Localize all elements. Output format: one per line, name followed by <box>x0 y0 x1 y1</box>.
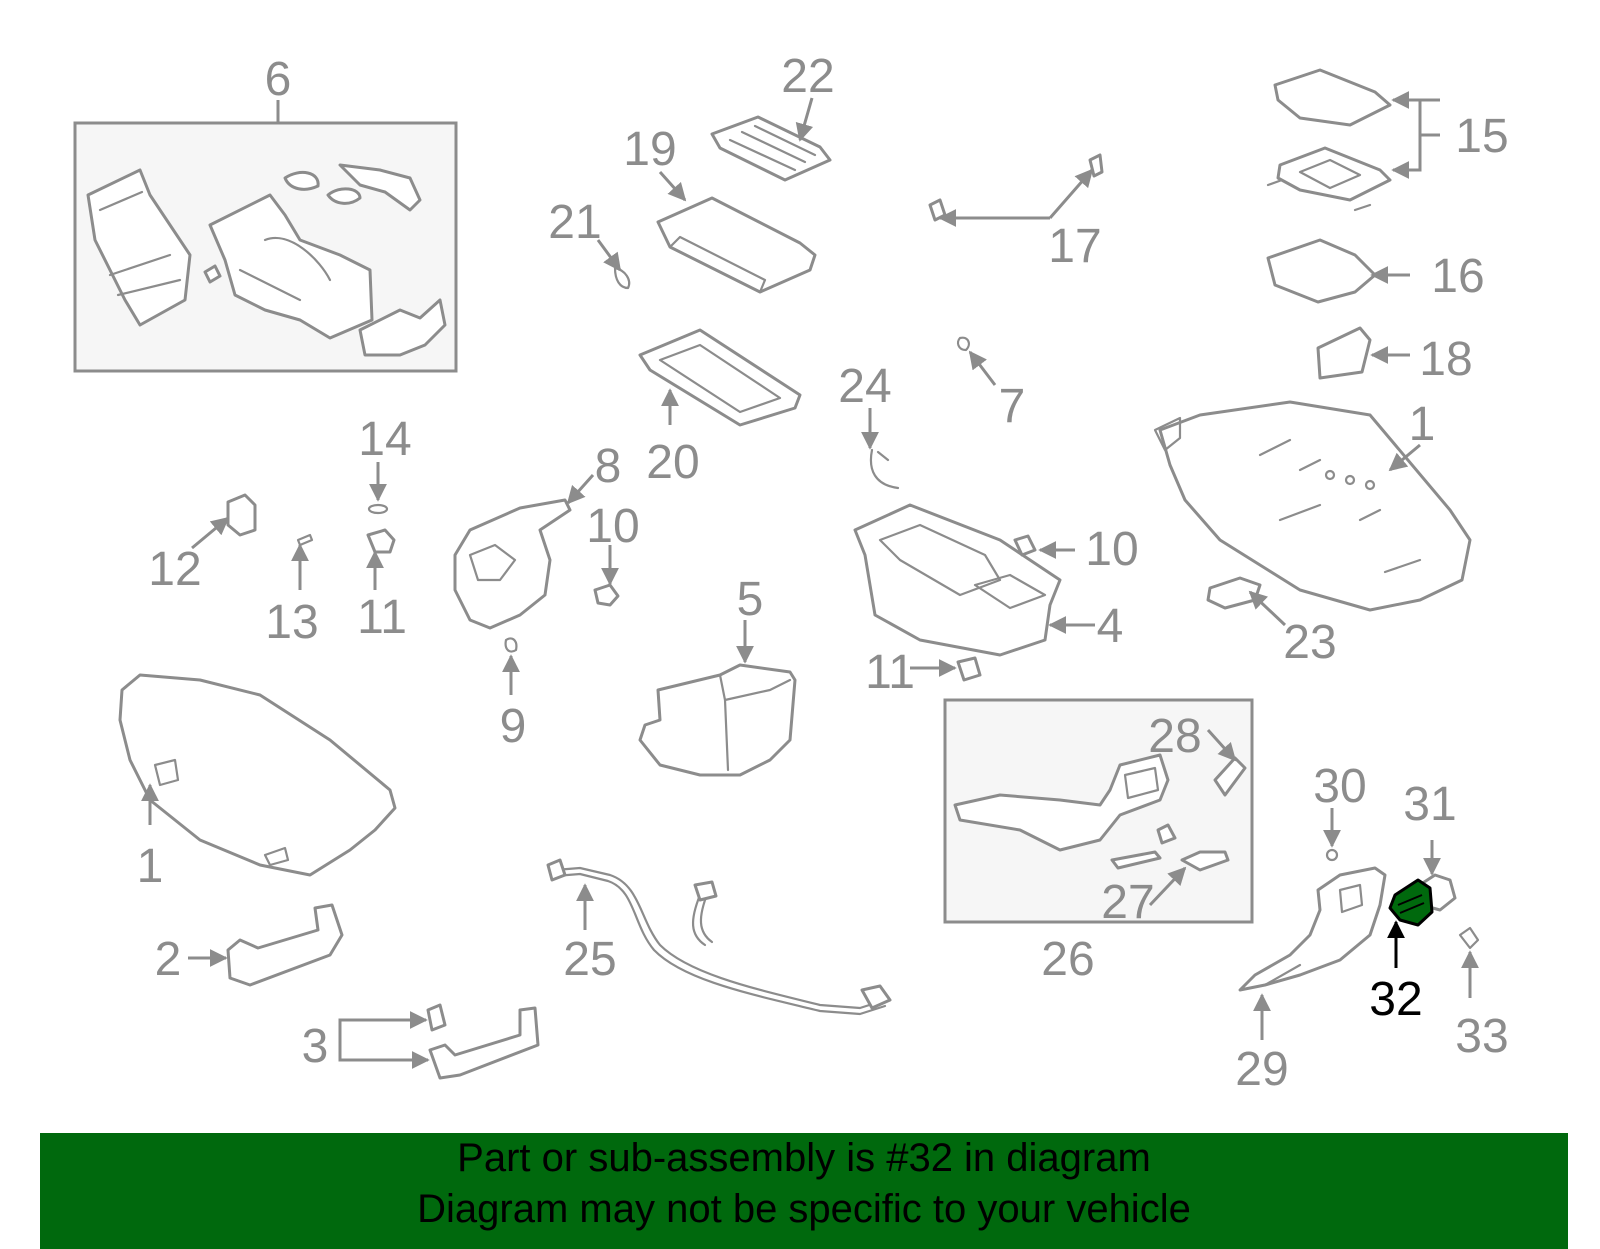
callout-17: 17 <box>1048 220 1101 273</box>
part-11-clip-right <box>956 656 982 682</box>
part-33-clip <box>1458 926 1480 950</box>
callout-3: 3 <box>302 1020 329 1073</box>
part-12-bracket <box>226 493 257 537</box>
callout-23: 23 <box>1283 616 1336 669</box>
part-13-pin <box>296 533 314 547</box>
part-30-grommet <box>1325 848 1339 862</box>
callout-14: 14 <box>358 413 411 466</box>
callout-25: 25 <box>563 933 616 986</box>
callout-29: 29 <box>1235 1043 1288 1096</box>
callout-13: 13 <box>265 596 318 649</box>
part-26-kit-group <box>943 698 1254 924</box>
callout-21: 21 <box>548 196 601 249</box>
callout-22: 22 <box>781 50 834 103</box>
callout-27: 27 <box>1101 876 1154 929</box>
part-25-wire-harness <box>546 858 892 1016</box>
callout-33: 33 <box>1455 1010 1508 1063</box>
part-10-clip-right <box>1013 534 1037 557</box>
part-2-bracket <box>226 903 344 987</box>
callout-30: 30 <box>1313 760 1366 813</box>
part-19-lid <box>656 196 817 294</box>
callout-9: 9 <box>500 700 527 753</box>
callout-12: 12 <box>148 543 201 596</box>
part-24-hook <box>869 448 900 490</box>
part-8-side-panel <box>453 498 572 630</box>
callout-19: 19 <box>623 123 676 176</box>
part-14-grommet <box>367 503 389 515</box>
callout-11-right: 11 <box>865 646 915 699</box>
part-21-clip <box>613 266 631 290</box>
part-11-clip-left <box>366 528 396 554</box>
callout-5: 5 <box>737 573 764 626</box>
callout-20: 20 <box>646 436 699 489</box>
banner-line-2: Diagram may not be specific to your vehi… <box>417 1187 1191 1231</box>
part-1-console-body-left <box>118 673 397 877</box>
callout-4: 4 <box>1097 600 1124 653</box>
callout-18: 18 <box>1419 333 1472 386</box>
part-6-kit-group <box>73 100 458 373</box>
part-4-storage-bin <box>853 503 1062 657</box>
callout-2: 2 <box>155 933 182 986</box>
callout-1-upper: 1 <box>1409 398 1436 451</box>
info-banner: Part or sub-assembly is #32 in diagram D… <box>40 1133 1568 1249</box>
part-10-clip-left <box>593 583 620 607</box>
callout-15: 15 <box>1455 110 1508 163</box>
banner-line-1: Part or sub-assembly is #32 in diagram <box>457 1136 1151 1180</box>
part-20-tray <box>638 328 802 427</box>
callout-6: 6 <box>265 53 292 106</box>
callout-7: 7 <box>999 380 1026 433</box>
callout-10-left: 10 <box>586 500 639 553</box>
part-5-duct <box>638 663 797 777</box>
callout-11-left: 11 <box>357 591 407 644</box>
callout-1-lower: 1 <box>137 840 164 893</box>
part-16-pad <box>1266 238 1377 304</box>
callout-26: 26 <box>1041 933 1094 986</box>
callout-10-right: 10 <box>1085 523 1138 576</box>
part-29-side-trim <box>1238 866 1387 992</box>
callout-16: 16 <box>1431 250 1484 303</box>
part-32-highlighted <box>1388 878 1434 927</box>
callout-8: 8 <box>595 440 622 493</box>
part-15-armrest-lids <box>1266 68 1392 212</box>
part-18-bracket <box>1316 326 1372 380</box>
part-22-mat <box>710 115 832 182</box>
callout-24: 24 <box>838 360 891 413</box>
callout-32: 32 <box>1369 973 1422 1026</box>
part-7-fastener <box>956 336 970 352</box>
callout-28: 28 <box>1148 710 1201 763</box>
part-9-plug <box>504 637 518 653</box>
part-3-bracket <box>426 1003 540 1080</box>
callout-31: 31 <box>1403 778 1456 831</box>
